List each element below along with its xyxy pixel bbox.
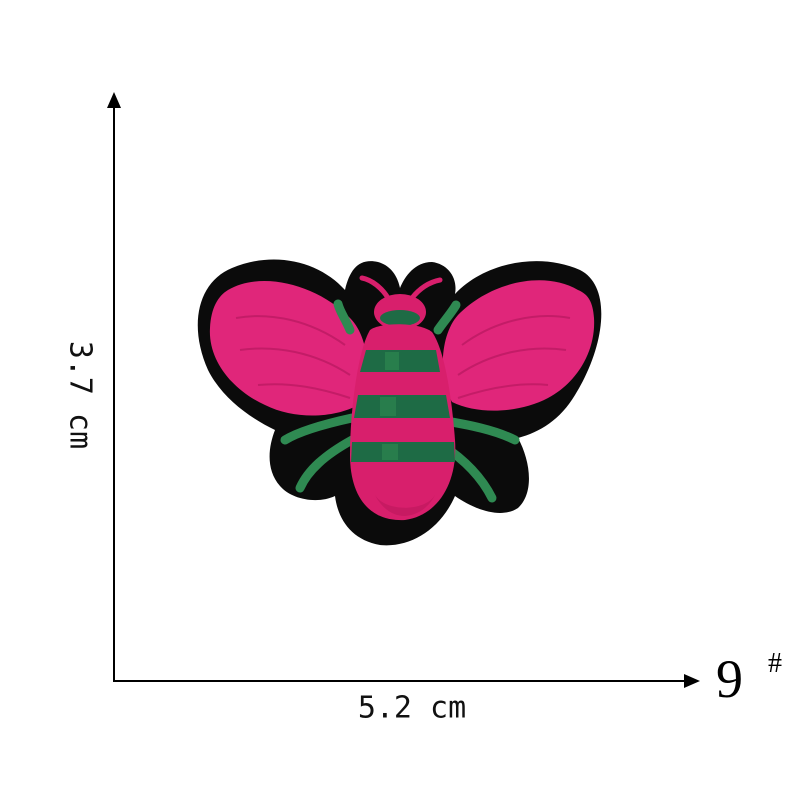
model-hash-symbol: # — [768, 648, 782, 679]
up-arrow-icon — [107, 92, 121, 108]
bee-head-stripe — [380, 310, 420, 326]
wing-veins — [235, 315, 571, 399]
right-wing — [442, 280, 595, 411]
bee-tail — [375, 495, 435, 516]
left-wing — [209, 280, 368, 416]
model-number: 9 — [716, 649, 743, 709]
width-dimension-label: 5.2 cm — [357, 690, 467, 726]
height-dimension-label: 3.7 cm — [62, 340, 98, 450]
stripe-highlights — [380, 352, 399, 460]
bee-patch-icon — [197, 259, 602, 546]
bee-antennae — [359, 275, 443, 301]
bee-stripes — [351, 350, 455, 462]
right-arrow-icon — [684, 674, 700, 688]
bee-body — [350, 324, 456, 521]
